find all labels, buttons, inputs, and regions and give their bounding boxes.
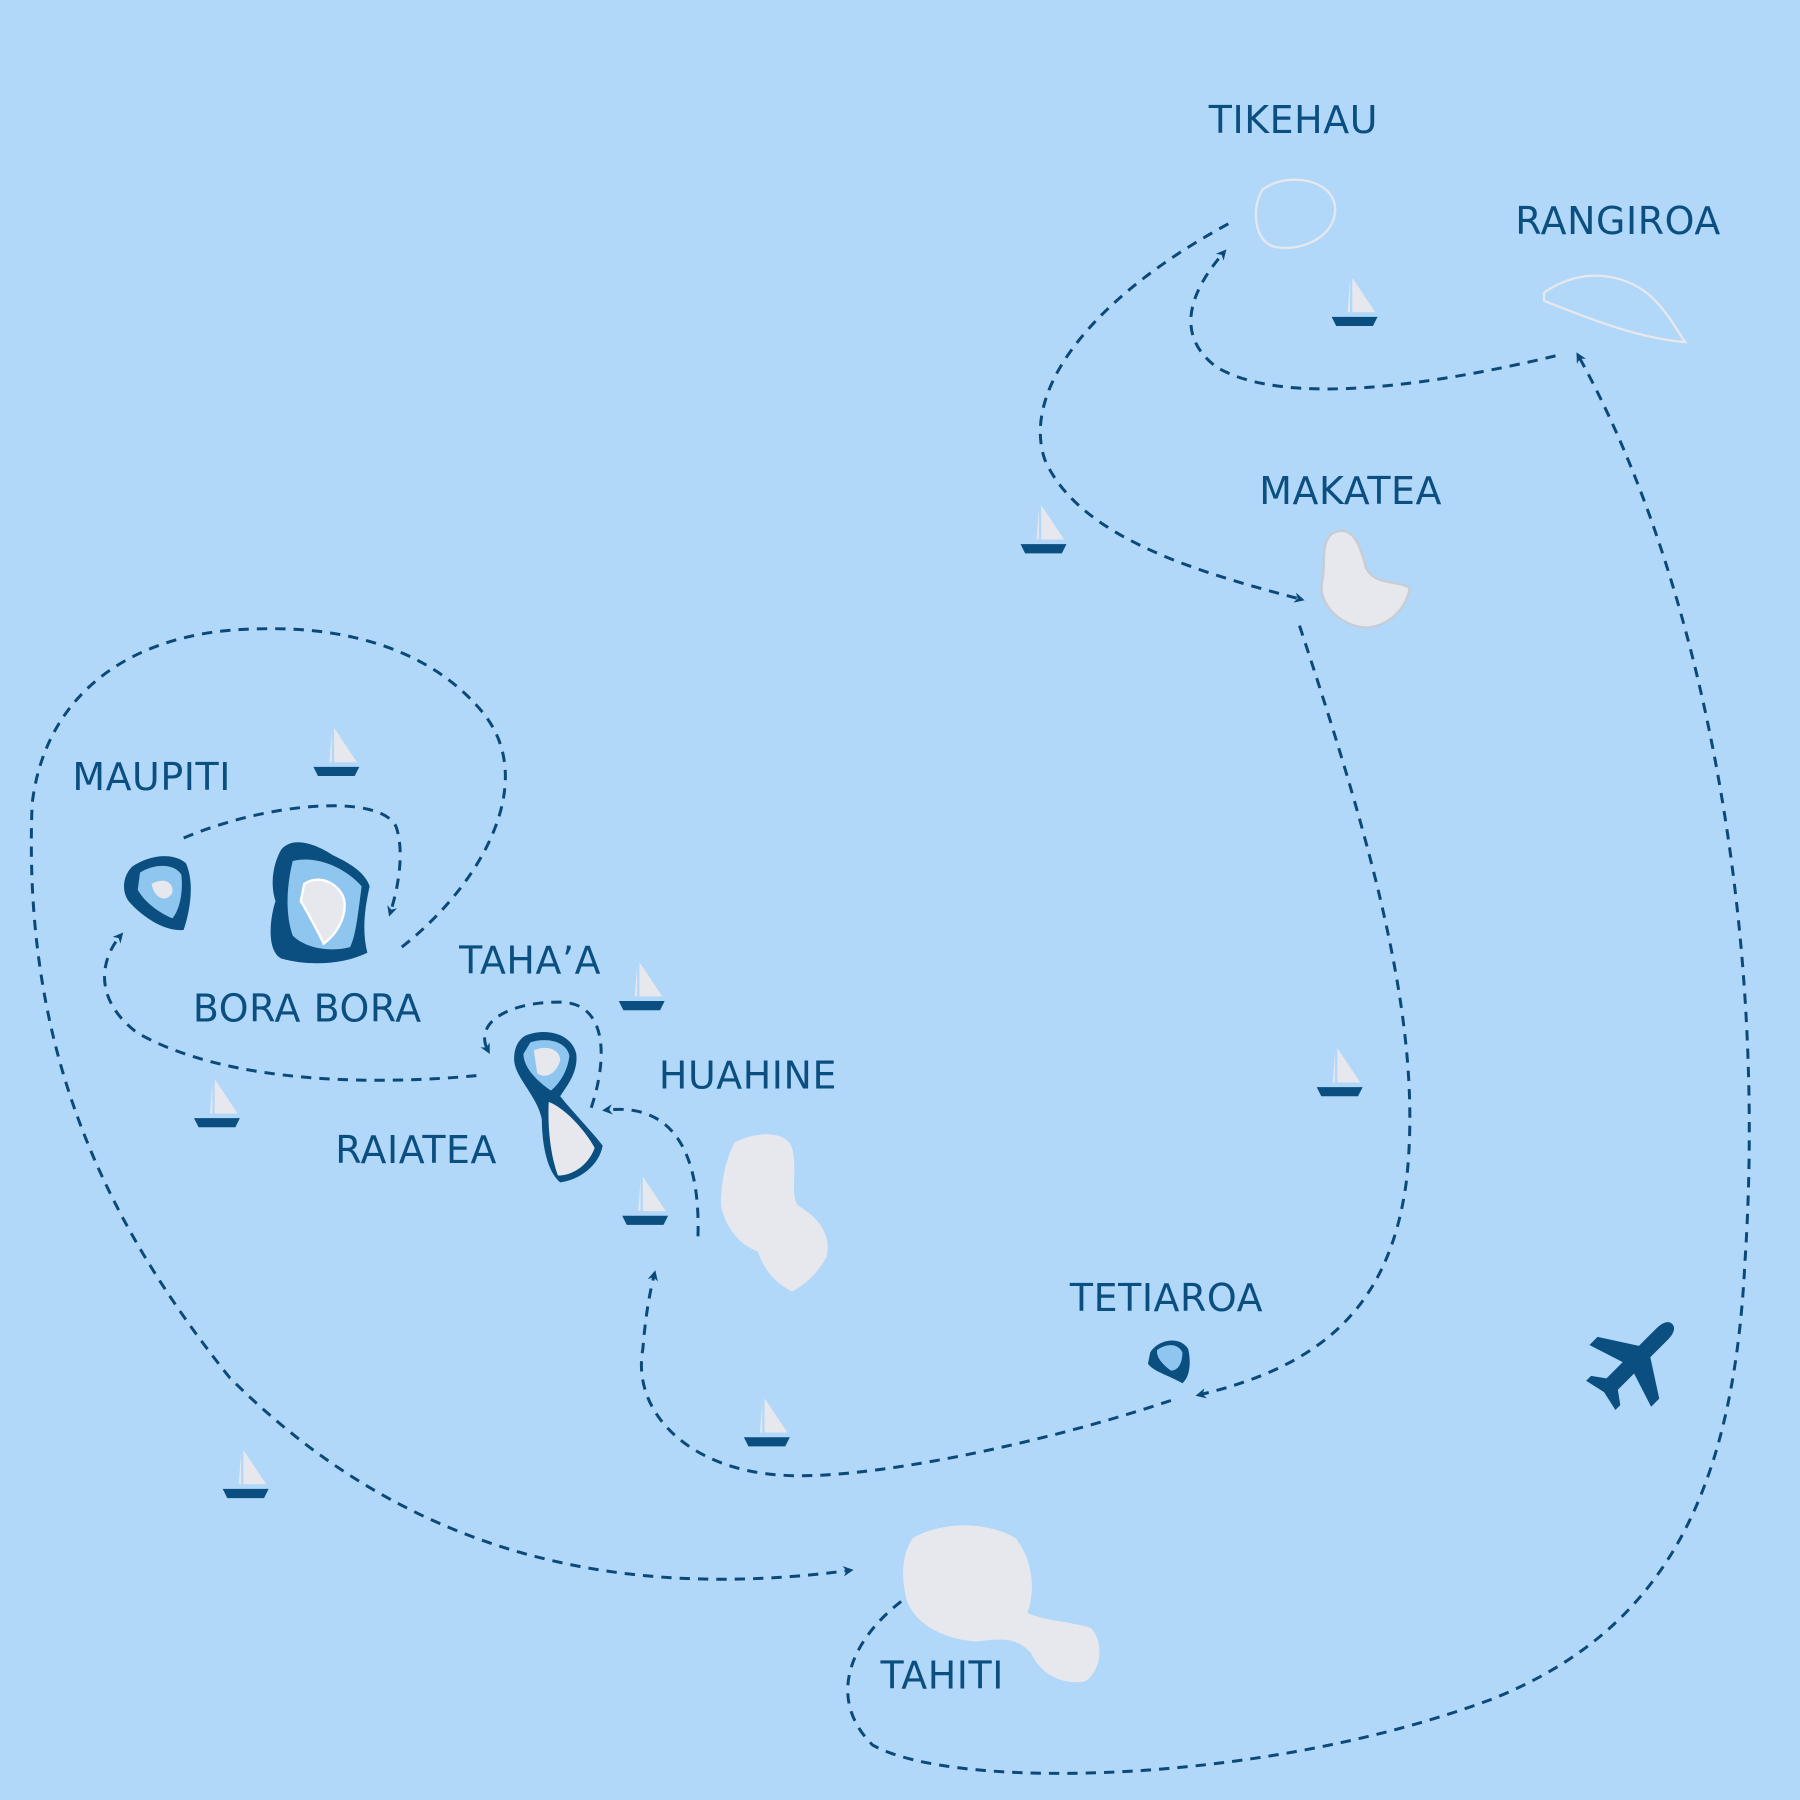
route-tikehau-makatea: [1038, 222, 1305, 603]
route-borabora-tahiti: [29, 627, 854, 1581]
island-labels: TIKEHAU RANGIROA MAKATEA MAUPITI BORA BO…: [72, 98, 1721, 1698]
label-rangiroa: RANGIROA: [1515, 199, 1721, 243]
route-raiatea-maupiti: [103, 932, 477, 1082]
island-bora-bora: [270, 842, 370, 964]
route-tahaa-loop: [480, 1000, 603, 1109]
route-tetiaroa-huahine: [640, 1270, 1172, 1478]
island-tetiaroa: [1147, 1340, 1190, 1384]
route-huahine-raiatea: [602, 1104, 700, 1237]
island-tahiti: [903, 1525, 1100, 1683]
label-tahiti: TAHITI: [879, 1654, 1004, 1698]
label-huahine: HUAHINE: [659, 1053, 837, 1097]
label-makatea: MAKATEA: [1259, 469, 1442, 513]
label-tahaa: TAHA’A: [458, 938, 601, 982]
route-maupiti-borabora: [183, 804, 402, 917]
island-rangiroa: [1542, 274, 1688, 344]
route-tahiti-rangiroa-flight: [846, 352, 1751, 1775]
route-makatea-tetiaroa: [1195, 625, 1412, 1399]
island-maupiti: [123, 856, 191, 931]
island-makatea: [1320, 529, 1411, 629]
label-raiatea: RAIATEA: [335, 1128, 497, 1172]
label-tikehau: TIKEHAU: [1208, 98, 1378, 142]
label-tetiaroa: TETIAROA: [1069, 1276, 1263, 1320]
island-tahaa-raiatea: [514, 1031, 603, 1183]
label-maupiti: MAUPITI: [72, 755, 231, 799]
routes: [29, 222, 1751, 1775]
airplane-icon: [1586, 1322, 1675, 1410]
island-huahine: [720, 1134, 828, 1292]
island-tikehau: [1254, 178, 1337, 250]
route-rangiroa-tikehau: [1189, 249, 1556, 391]
label-bora-bora: BORA BORA: [193, 987, 422, 1031]
